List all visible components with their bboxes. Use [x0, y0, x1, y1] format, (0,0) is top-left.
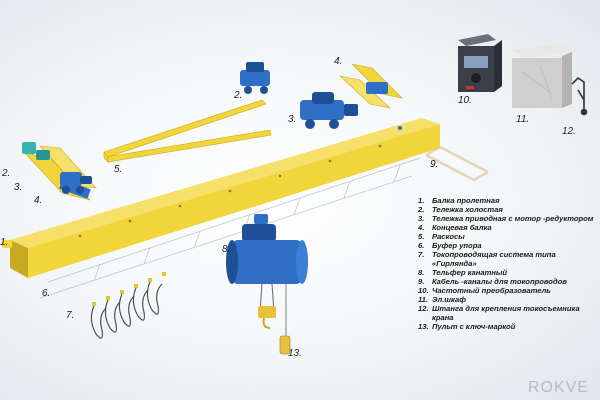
callout-2-left: 2.	[1, 168, 10, 179]
legend-item: 10.Частотный преобразователь	[418, 286, 551, 295]
legend-item: 9.Кабель -каналы для токопроводов	[418, 277, 567, 286]
callout-1: 1.	[0, 237, 8, 248]
callout-4-left: 4.	[34, 195, 42, 206]
callout-5: 5.	[114, 164, 122, 175]
legend-item: 2.Тележка холостая	[418, 205, 503, 214]
pendant-control	[279, 335, 291, 355]
legend-item: 5.Раскосы	[418, 232, 465, 241]
watermark: ROKVE	[528, 379, 590, 396]
drive-trolley-top	[300, 92, 358, 129]
callout-3-top: 3.	[288, 114, 296, 125]
callout-2-top: 2.	[233, 90, 242, 101]
legend-item: 1.Балка пролетная	[418, 196, 500, 205]
end-beam-left	[23, 145, 97, 201]
parts-legend: 1.Балка пролетная 2.Тележка холостая 3.Т…	[418, 196, 596, 331]
festoon-mesh	[39, 157, 421, 299]
callout-8: 8.	[222, 244, 230, 255]
idle-trolley-left	[22, 142, 50, 160]
legend-item: 3.Тележка приводная с мотор -редуктором	[418, 214, 594, 223]
idle-trolley-top	[240, 62, 270, 94]
callout-7: 7.	[66, 310, 74, 321]
end-beam-right	[339, 63, 403, 109]
legend-item: 11.Эл.шкаф	[418, 295, 466, 304]
callout-3-left: 3.	[14, 182, 22, 193]
electrical-cabinet	[512, 44, 572, 108]
callout-11: 11.	[516, 114, 529, 125]
legend-item: 6.Буфер упора	[418, 241, 482, 250]
callout-10: 10.	[458, 95, 472, 106]
callout-6: 6.	[42, 288, 50, 299]
diagonal-braces	[103, 99, 272, 163]
callout-12: 12.	[562, 126, 576, 137]
legend-item: 8.Тельфер канатный	[418, 268, 508, 277]
legend-item: 13.Пульт с ключ-маркой	[418, 322, 516, 331]
callout-4-top: 4.	[334, 56, 342, 67]
frequency-converter	[458, 34, 502, 92]
festoon-garland	[90, 272, 166, 339]
rope-hoist	[226, 214, 308, 336]
collector-rod	[571, 76, 588, 116]
drive-trolley-left	[60, 172, 92, 194]
legend-item: 7.Токопроводящая система типа «Гирлянда»	[418, 250, 556, 268]
callout-9: 9.	[430, 159, 438, 170]
main-girder	[10, 118, 440, 278]
buffer-stop	[2, 240, 12, 248]
callout-13: 13.	[288, 348, 302, 359]
legend-item: 4.Концевая балка	[418, 223, 492, 232]
legend-item: 12.Штанга для крепления токосъемника кра…	[418, 304, 580, 322]
